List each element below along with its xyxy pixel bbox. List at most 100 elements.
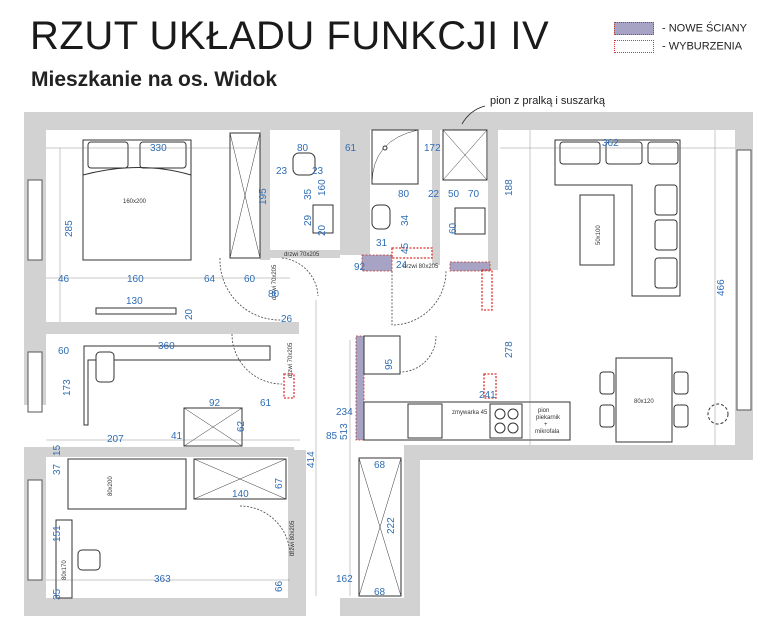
sofa-cushion-4 <box>654 184 678 216</box>
sofa-cushion-3 <box>647 141 679 165</box>
dim-466: 466 <box>716 279 727 296</box>
chair-3 <box>673 371 689 395</box>
dim-35b: 35 <box>52 588 63 600</box>
wall-bedroom-divider <box>24 322 299 334</box>
dim-64: 64 <box>204 274 216 285</box>
oven-label-2: piekarnik <box>536 415 561 421</box>
dim-23b: 23 <box>312 166 324 177</box>
shower <box>371 129 419 185</box>
legend-new-walls-swatch <box>614 22 654 35</box>
dim-29: 29 <box>303 214 314 226</box>
sofa-cushion-6 <box>654 257 678 289</box>
furniture <box>55 129 729 599</box>
window-left-2 <box>27 351 43 413</box>
dim-92a: 92 <box>354 262 366 273</box>
dim-195: 195 <box>258 188 269 205</box>
dim-46: 46 <box>58 274 70 285</box>
dim-160v: 160 <box>317 179 328 196</box>
burner-3 <box>494 422 506 434</box>
dining-table-label: 80x120 <box>634 399 654 405</box>
cooktop <box>489 403 523 439</box>
dim-80a: 80 <box>297 143 309 154</box>
chair-child <box>77 549 101 571</box>
sink-bath <box>454 207 486 235</box>
chair-1 <box>599 371 615 395</box>
void-1 <box>24 405 184 447</box>
dim-66: 66 <box>274 580 285 592</box>
wall-corridor-right <box>404 445 420 615</box>
plant <box>707 403 729 425</box>
dim-162: 162 <box>336 574 353 585</box>
dim-207: 207 <box>107 434 124 445</box>
dim-50: 50 <box>448 189 460 200</box>
windows <box>27 149 752 581</box>
kitchen-sink <box>407 403 443 439</box>
pion-arrow <box>461 105 486 125</box>
dim-60c: 60 <box>58 346 70 357</box>
dimension-texts: 330 80 61 172 362 23 23 80 22 50 70 31 9… <box>52 138 727 600</box>
dim-241: 241 <box>479 390 496 401</box>
dim-23a: 23 <box>276 166 288 177</box>
window-left-3 <box>27 479 43 581</box>
dim-330: 330 <box>150 143 167 154</box>
dim-92b: 92 <box>209 398 221 409</box>
chair-2 <box>599 404 615 428</box>
dim-360: 360 <box>158 341 175 352</box>
oven-label-3: + <box>544 422 548 428</box>
sofa <box>554 139 681 297</box>
dim-222: 222 <box>386 517 397 534</box>
dim-188: 188 <box>504 179 515 196</box>
desk-child <box>55 519 73 599</box>
dim-513: 513 <box>339 423 350 440</box>
door-arc-3 <box>391 270 447 326</box>
dim-41: 41 <box>171 431 183 442</box>
dishwasher-label: zmywarka 45 <box>452 410 488 416</box>
door-arc-2 <box>281 257 319 297</box>
pillow-2 <box>139 141 187 169</box>
dim-34: 34 <box>400 214 411 226</box>
demolition-3 <box>283 373 295 399</box>
dim-285: 285 <box>64 220 75 237</box>
washer-x2 <box>442 129 488 181</box>
toilet <box>292 152 316 176</box>
dim-68a: 68 <box>374 460 386 471</box>
door-label-4: drzwi 70x205 <box>288 342 294 378</box>
dim-31: 31 <box>376 238 388 249</box>
demolition-2 <box>483 373 497 399</box>
bed-child-label: 80x200 <box>108 476 114 496</box>
dim-80c: 80 <box>268 289 280 300</box>
dim-67: 67 <box>274 477 285 489</box>
wall-bath-mid <box>432 130 440 265</box>
burner-4 <box>507 422 519 434</box>
dim-22: 22 <box>428 189 440 200</box>
desk-child-label: 80x170 <box>62 560 68 580</box>
outer-wall-top <box>24 112 749 130</box>
oven-label-4: mikrofala <box>535 429 560 435</box>
dim-15: 15 <box>52 444 63 456</box>
dining-table <box>615 357 673 443</box>
dim-172: 172 <box>424 143 441 154</box>
burner-2 <box>507 408 519 420</box>
sofa-cushion-5 <box>654 219 678 251</box>
dim-278: 278 <box>504 341 515 358</box>
dim-151: 151 <box>52 525 63 542</box>
dim-414: 414 <box>306 451 317 468</box>
new-walls <box>355 254 491 441</box>
wall-pion <box>488 130 498 270</box>
demolition-4 <box>391 247 433 259</box>
wardrobe-hall-x2 <box>358 457 402 597</box>
legend-demolition-label: - WYBURZENIA <box>662 40 743 53</box>
coffee-table-label: 50x100 <box>596 225 602 245</box>
outer-wall-bottom-right <box>404 445 753 460</box>
dim-95: 95 <box>384 358 395 370</box>
new-wall-bath <box>449 261 491 272</box>
new-wall-kitchen <box>355 335 365 441</box>
toilet-bath <box>371 204 391 230</box>
dim-68b: 68 <box>374 587 386 598</box>
dim-70: 70 <box>468 189 480 200</box>
dimension-lines <box>46 130 735 596</box>
kitchen-counter <box>363 401 571 441</box>
demolition-1 <box>481 269 493 311</box>
dim-60a: 60 <box>448 222 459 234</box>
door-arc-4 <box>231 333 283 385</box>
